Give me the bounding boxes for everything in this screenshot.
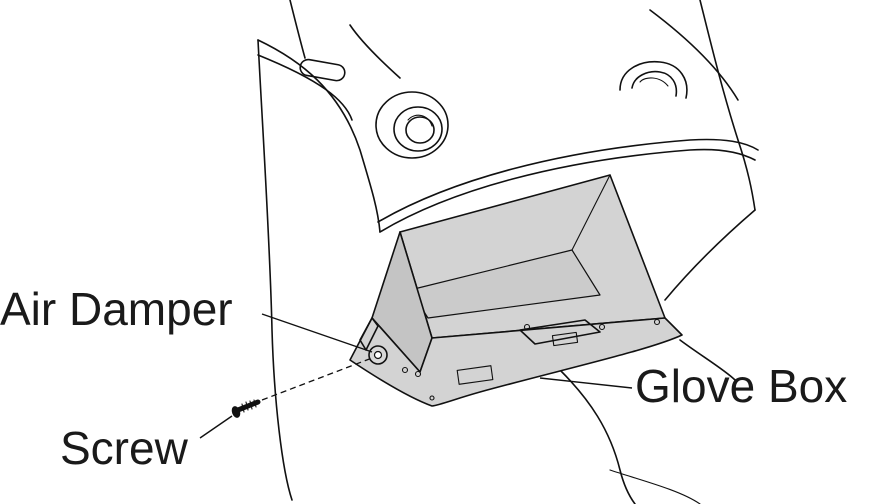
air-damper-label: Air Damper	[0, 283, 233, 335]
screw-leader	[199, 415, 233, 439]
glove-box-label: Glove Box	[635, 360, 847, 412]
screw-icon	[231, 399, 261, 418]
right-air-vent-icon	[619, 61, 688, 99]
air-damper-leader	[261, 313, 373, 353]
screw-label: Screw	[60, 422, 189, 474]
glove-box	[349, 174, 683, 407]
dashboard-slot	[299, 58, 346, 82]
left-air-vent-icon	[375, 91, 449, 159]
screw-path-line	[261, 357, 373, 401]
glove-box-leader	[539, 377, 633, 389]
dashboard-outline	[257, 0, 759, 504]
air-damper	[368, 345, 388, 365]
